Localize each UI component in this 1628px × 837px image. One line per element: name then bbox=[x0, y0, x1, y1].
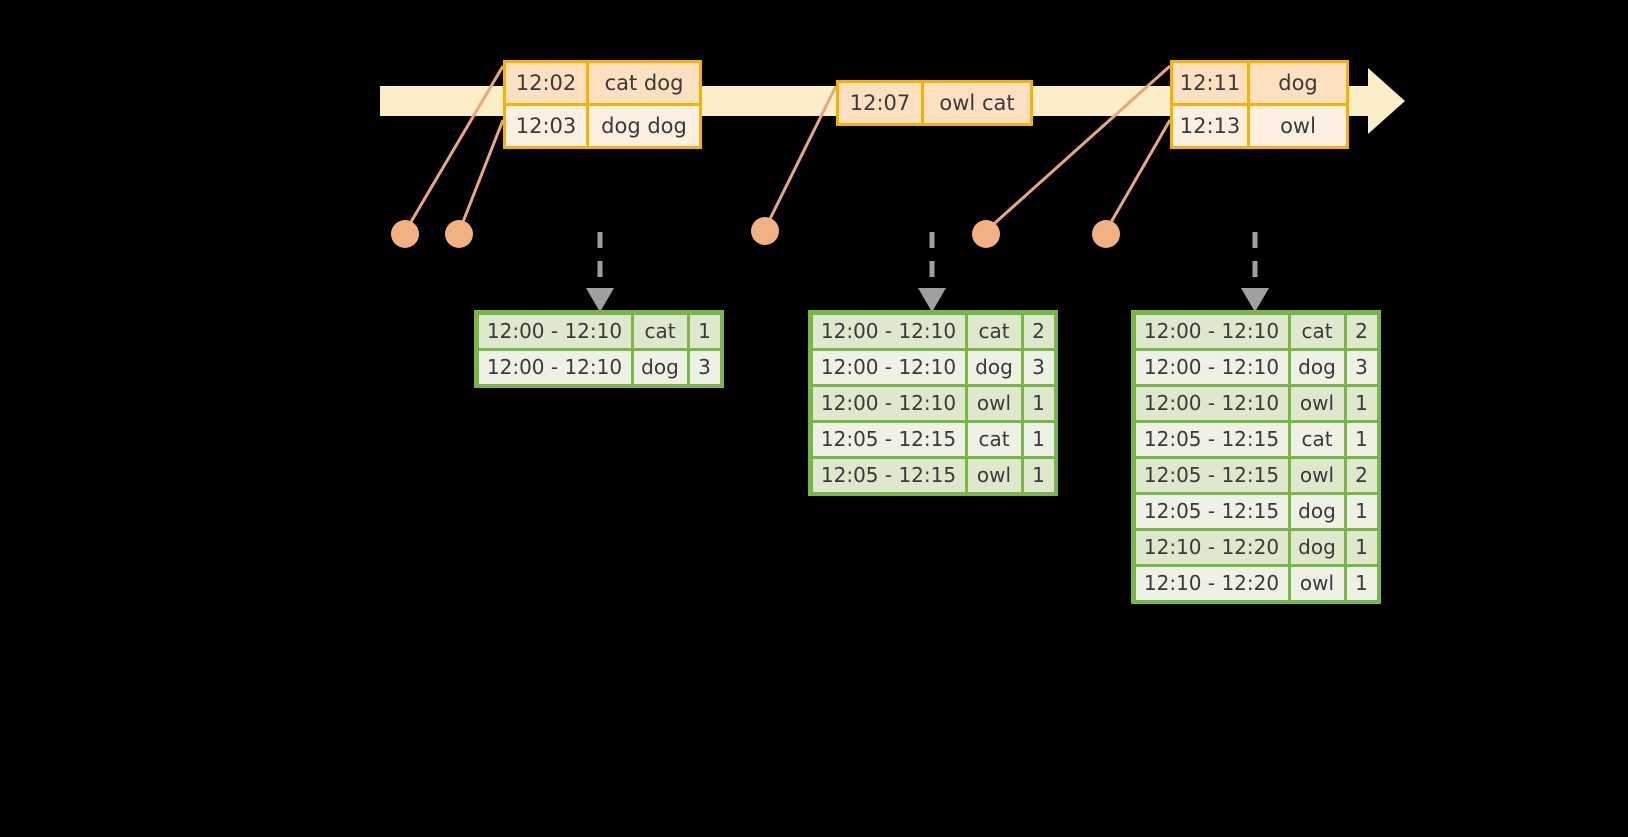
window-cell: 12:00 - 12:10 bbox=[812, 386, 965, 420]
event-time: 12:13 bbox=[1173, 106, 1250, 146]
table-row[interactable]: 12:00 - 12:10 cat 2 bbox=[811, 313, 1055, 349]
window-cell: 12:00 - 12:10 bbox=[812, 350, 965, 384]
count-cell: 3 bbox=[1346, 350, 1377, 384]
key-cell: dog bbox=[1290, 494, 1344, 528]
key-cell: cat bbox=[967, 422, 1021, 456]
key-cell: owl bbox=[967, 458, 1021, 492]
result-table-3[interactable]: 12:00 - 12:10 cat 2 12:00 - 12:10 dog 3 … bbox=[1131, 310, 1381, 604]
window-cell: 12:05 - 12:15 bbox=[1135, 458, 1288, 492]
table-row[interactable]: 12:10 - 12:20 dog 1 bbox=[1134, 529, 1378, 565]
table-row[interactable]: 12:00 - 12:10 dog 3 bbox=[1134, 349, 1378, 385]
event-words: owl bbox=[1250, 106, 1346, 146]
table-row[interactable]: 12:00 - 12:10 dog 3 bbox=[811, 349, 1055, 385]
emit-arrowhead-1 bbox=[586, 288, 614, 312]
window-cell: 12:00 - 12:10 bbox=[812, 314, 965, 348]
table-row[interactable]: 12:00 - 12:10 dog 3 bbox=[477, 349, 721, 385]
key-cell: cat bbox=[1290, 422, 1344, 456]
count-cell: 1 bbox=[1346, 494, 1377, 528]
count-cell: 1 bbox=[1023, 386, 1054, 420]
table-row[interactable]: 12:05 - 12:15 dog 1 bbox=[1134, 493, 1378, 529]
key-cell: cat bbox=[633, 314, 687, 348]
table-row[interactable]: 12:05 - 12:15 owl 1 bbox=[811, 457, 1055, 493]
count-cell: 3 bbox=[689, 350, 720, 384]
event-words: dog dog bbox=[589, 106, 699, 146]
key-cell: dog bbox=[1290, 530, 1344, 564]
count-cell: 1 bbox=[1346, 566, 1377, 600]
window-cell: 12:05 - 12:15 bbox=[812, 458, 965, 492]
event-dot-2 bbox=[445, 220, 473, 248]
key-cell: dog bbox=[967, 350, 1021, 384]
event-time: 12:07 bbox=[839, 83, 924, 123]
event-dot-1 bbox=[391, 220, 419, 248]
key-cell: cat bbox=[967, 314, 1021, 348]
window-cell: 12:00 - 12:10 bbox=[1135, 386, 1288, 420]
window-cell: 12:10 - 12:20 bbox=[1135, 530, 1288, 564]
window-cell: 12:00 - 12:10 bbox=[478, 350, 631, 384]
window-cell: 12:05 - 12:15 bbox=[812, 422, 965, 456]
event-dots bbox=[391, 217, 1120, 248]
emit-arrowheads bbox=[586, 288, 1269, 312]
count-cell: 2 bbox=[1346, 314, 1377, 348]
key-cell: owl bbox=[1290, 566, 1344, 600]
table-row[interactable]: 12:05 - 12:15 cat 1 bbox=[811, 421, 1055, 457]
count-cell: 1 bbox=[1346, 530, 1377, 564]
window-cell: 12:10 - 12:20 bbox=[1135, 566, 1288, 600]
count-cell: 1 bbox=[689, 314, 720, 348]
table-row[interactable]: 12:05 - 12:15 cat 1 bbox=[1134, 421, 1378, 457]
count-cell: 3 bbox=[1023, 350, 1054, 384]
table-row[interactable]: 12:00 - 12:10 owl 1 bbox=[811, 385, 1055, 421]
table-row[interactable]: 12:00 - 12:10 owl 1 bbox=[1134, 385, 1378, 421]
connector-1 bbox=[403, 65, 505, 233]
event-row[interactable]: 12:13 owl bbox=[1173, 103, 1346, 146]
event-words: dog bbox=[1250, 63, 1346, 103]
table-row[interactable]: 12:00 - 12:10 cat 1 bbox=[477, 313, 721, 349]
window-cell: 12:00 - 12:10 bbox=[1135, 350, 1288, 384]
key-cell: dog bbox=[1290, 350, 1344, 384]
event-dot-4 bbox=[972, 220, 1000, 248]
event-row[interactable]: 12:11 dog bbox=[1173, 63, 1346, 103]
event-row[interactable]: 12:03 dog dog bbox=[506, 103, 699, 146]
connector-5 bbox=[1104, 119, 1172, 232]
window-cell: 12:00 - 12:10 bbox=[1135, 314, 1288, 348]
count-cell: 2 bbox=[1023, 314, 1054, 348]
event-time: 12:11 bbox=[1173, 63, 1250, 103]
count-cell: 1 bbox=[1346, 386, 1377, 420]
event-words: owl cat bbox=[924, 83, 1030, 123]
event-time: 12:02 bbox=[506, 63, 589, 103]
event-row[interactable]: 12:02 cat dog bbox=[506, 63, 699, 103]
key-cell: dog bbox=[633, 350, 687, 384]
count-cell: 1 bbox=[1346, 422, 1377, 456]
event-time: 12:03 bbox=[506, 106, 589, 146]
window-cell: 12:00 - 12:10 bbox=[478, 314, 631, 348]
key-cell: owl bbox=[1290, 458, 1344, 492]
event-dot-5 bbox=[1092, 220, 1120, 248]
event-words: cat dog bbox=[589, 63, 699, 103]
connector-2 bbox=[457, 119, 505, 233]
event-dot-3 bbox=[751, 217, 779, 245]
key-cell: owl bbox=[1290, 386, 1344, 420]
key-cell: owl bbox=[967, 386, 1021, 420]
count-cell: 1 bbox=[1023, 458, 1054, 492]
table-row[interactable]: 12:00 - 12:10 cat 2 bbox=[1134, 313, 1378, 349]
key-cell: cat bbox=[1290, 314, 1344, 348]
window-cell: 12:05 - 12:15 bbox=[1135, 422, 1288, 456]
emit-arrows bbox=[597, 232, 1258, 288]
event-row[interactable]: 12:07 owl cat bbox=[839, 83, 1030, 123]
event-group-2[interactable]: 12:07 owl cat bbox=[836, 80, 1033, 126]
emit-arrowhead-3 bbox=[1241, 288, 1269, 312]
table-row[interactable]: 12:10 - 12:20 owl 1 bbox=[1134, 565, 1378, 601]
table-row[interactable]: 12:05 - 12:15 owl 2 bbox=[1134, 457, 1378, 493]
count-cell: 1 bbox=[1023, 422, 1054, 456]
result-table-1[interactable]: 12:00 - 12:10 cat 1 12:00 - 12:10 dog 3 bbox=[474, 310, 724, 388]
result-table-2[interactable]: 12:00 - 12:10 cat 2 12:00 - 12:10 dog 3 … bbox=[808, 310, 1058, 496]
count-cell: 2 bbox=[1346, 458, 1377, 492]
connector-3 bbox=[763, 85, 838, 230]
event-group-3[interactable]: 12:11 dog 12:13 owl bbox=[1170, 60, 1349, 149]
emit-arrowhead-2 bbox=[918, 288, 946, 312]
event-group-1[interactable]: 12:02 cat dog 12:03 dog dog bbox=[503, 60, 702, 149]
window-cell: 12:05 - 12:15 bbox=[1135, 494, 1288, 528]
